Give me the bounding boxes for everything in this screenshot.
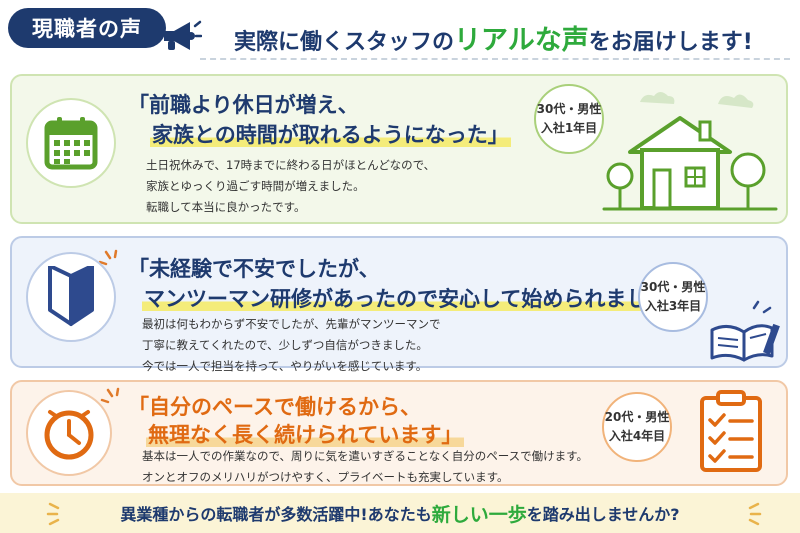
notebook-pen-icon — [710, 300, 780, 362]
testimonial-2-body-line1: 最初は何もわからず不安でしたが、先輩がマンツーマンで — [142, 317, 441, 331]
header-divider — [200, 58, 790, 60]
testimonial-1-body: 土日祝休みで、17時までに終わる日がほとんどなので、 家族とゆっくり過ごす時間が… — [146, 155, 435, 218]
testimonial-2-profile-tag: 30代・男性 入社3年目 — [638, 262, 708, 332]
testimonial-3-body-line2: オンとオフのメリハリがつけやすく、プライベートも充実しています。 — [142, 470, 509, 484]
testimonial-1-quote: 「前職より休日が増え、 家族との時間が取れるようになった」 — [128, 92, 511, 148]
testimonial-1-quote-line2: 家族との時間が取れるようになった」 — [150, 123, 511, 147]
beginner-mark-icon — [26, 252, 116, 342]
testimonial-3-profile-tag: 20代・男性 入社4年目 — [602, 392, 672, 462]
section-badge-label: 現職者の声 — [32, 17, 142, 41]
footer-message: 異業種からの転職者が多数活躍中!あなたも新しい一歩を踏み出しませんか? — [0, 493, 800, 533]
testimonial-3-body: 基本は一人での作業なので、周りに気を遣いすぎることなく自分のペースで働けます。 … — [142, 446, 588, 488]
emphasis-lines-icon — [748, 502, 762, 526]
testimonial-1-profile-tag: 30代・男性 入社1年目 — [534, 84, 604, 154]
footer-post: を踏み出しませんか? — [526, 505, 680, 524]
testimonial-1-body-line1: 土日祝休みで、17時までに終わる日がほとんどなので、 — [146, 158, 436, 172]
title-pre: 実際に働くスタッフの — [234, 30, 455, 55]
testimonial-3-quote-line1: 「自分のペースで働けるから、 — [128, 395, 421, 419]
testimonial-2-age: 30代・男性 — [640, 280, 706, 294]
testimonial-2-body: 最初は何もわからず不安でしたが、先輩がマンツーマンで 丁寧に教えてくれたので、少… — [142, 314, 441, 377]
testimonial-2-body-line3: 今では一人で担当を持って、やりがいを感じています。 — [142, 359, 428, 373]
calendar-icon — [26, 98, 116, 188]
testimonial-3-body-line1: 基本は一人での作業なので、周りに気を遣いすぎることなく自分のペースで働けます。 — [142, 449, 588, 463]
house-illustration-icon — [602, 92, 778, 211]
megaphone-icon — [164, 20, 202, 50]
footer-banner — [0, 493, 800, 533]
section-badge: 現職者の声 — [8, 8, 166, 48]
testimonial-1-age: 30代・男性 — [536, 102, 602, 116]
testimonial-3-quote: 「自分のペースで働けるから、 無理なく長く続けられています」 — [128, 394, 465, 448]
testimonial-3-age: 20代・男性 — [604, 410, 670, 424]
testimonial-1-body-line2: 家族とゆっくり過ごす時間が増えました。 — [146, 179, 365, 193]
checklist-clipboard-icon — [700, 390, 762, 472]
testimonial-2-quote: 「未経験で不安でしたが、 マンツーマン研修があったので安心して始められました」 — [128, 256, 692, 312]
emphasis-lines-icon — [46, 502, 60, 526]
title-emphasis: リアルな声 — [454, 25, 589, 56]
testimonial-3-tenure: 入社4年目 — [608, 429, 666, 443]
footer-emphasis: 新しい一歩 — [431, 503, 527, 526]
testimonial-1-quote-line1: 「前職より休日が増え、 — [128, 93, 359, 117]
testimonial-3-quote-line2: 無理なく長く続けられています」 — [146, 423, 465, 447]
testimonial-2-tenure: 入社3年目 — [644, 299, 702, 313]
title-post: をお届けします! — [588, 30, 753, 55]
testimonial-1-tenure: 入社1年目 — [540, 121, 598, 135]
footer-pre: 異業種からの転職者が多数活躍中!あなたも — [120, 505, 432, 524]
testimonial-2-quote-line2: マンツーマン研修があったので安心して始められました」 — [142, 287, 692, 311]
page-title: 実際に働くスタッフのリアルな声をお届けします! — [234, 18, 753, 57]
testimonial-2-body-line2: 丁寧に教えてくれたので、少しずつ自信がつきました。 — [142, 338, 428, 352]
emphasis-lines-icon — [100, 387, 120, 404]
testimonial-1-body-line3: 転職して本当に良かったです。 — [146, 200, 306, 214]
testimonial-2-quote-line1: 「未経験で不安でしたが、 — [128, 257, 380, 281]
emphasis-lines-icon — [98, 249, 118, 266]
clock-icon — [26, 390, 112, 476]
